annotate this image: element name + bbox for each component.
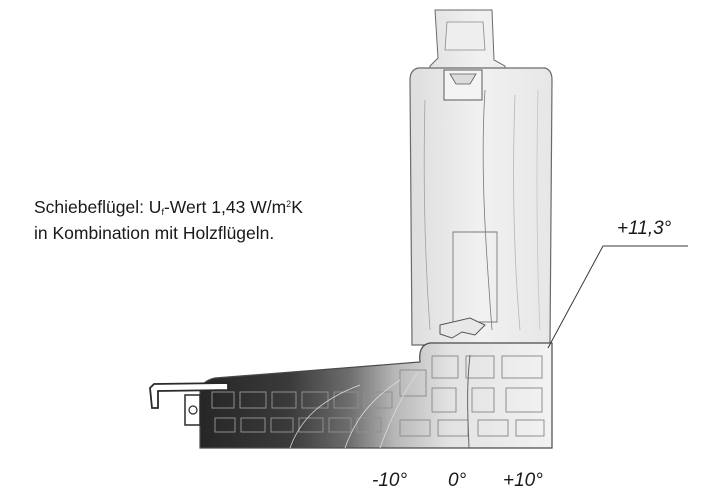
caption-uf-label: Schiebeflügel: U <box>34 197 162 217</box>
temperature-label-minus10: -10° <box>372 470 408 491</box>
temperature-label-zero: 0° <box>448 470 467 491</box>
sill-lip <box>149 382 229 426</box>
sash-stem <box>429 9 506 73</box>
caption-line-1: Schiebeflügel: Uf-Wert 1,43 W/m2K <box>34 196 303 222</box>
sash-body <box>409 67 553 346</box>
temperature-label-top-right: +11,3° <box>617 218 672 239</box>
caption-unit-k: K <box>291 197 303 217</box>
caption-line-2: in Kombination mit Holzflügeln. <box>34 223 275 243</box>
leader-line <box>547 245 688 349</box>
frame-sill <box>199 342 553 449</box>
caption: Schiebeflügel: Uf-Wert 1,43 W/m2K in Kom… <box>34 196 303 245</box>
temperature-label-plus10: +10° <box>503 470 543 491</box>
caption-unit-exponent: 2 <box>286 199 292 209</box>
caption-uf-value: -Wert 1,43 W/m <box>163 197 287 217</box>
caption-uf-subscript: f <box>161 207 164 217</box>
